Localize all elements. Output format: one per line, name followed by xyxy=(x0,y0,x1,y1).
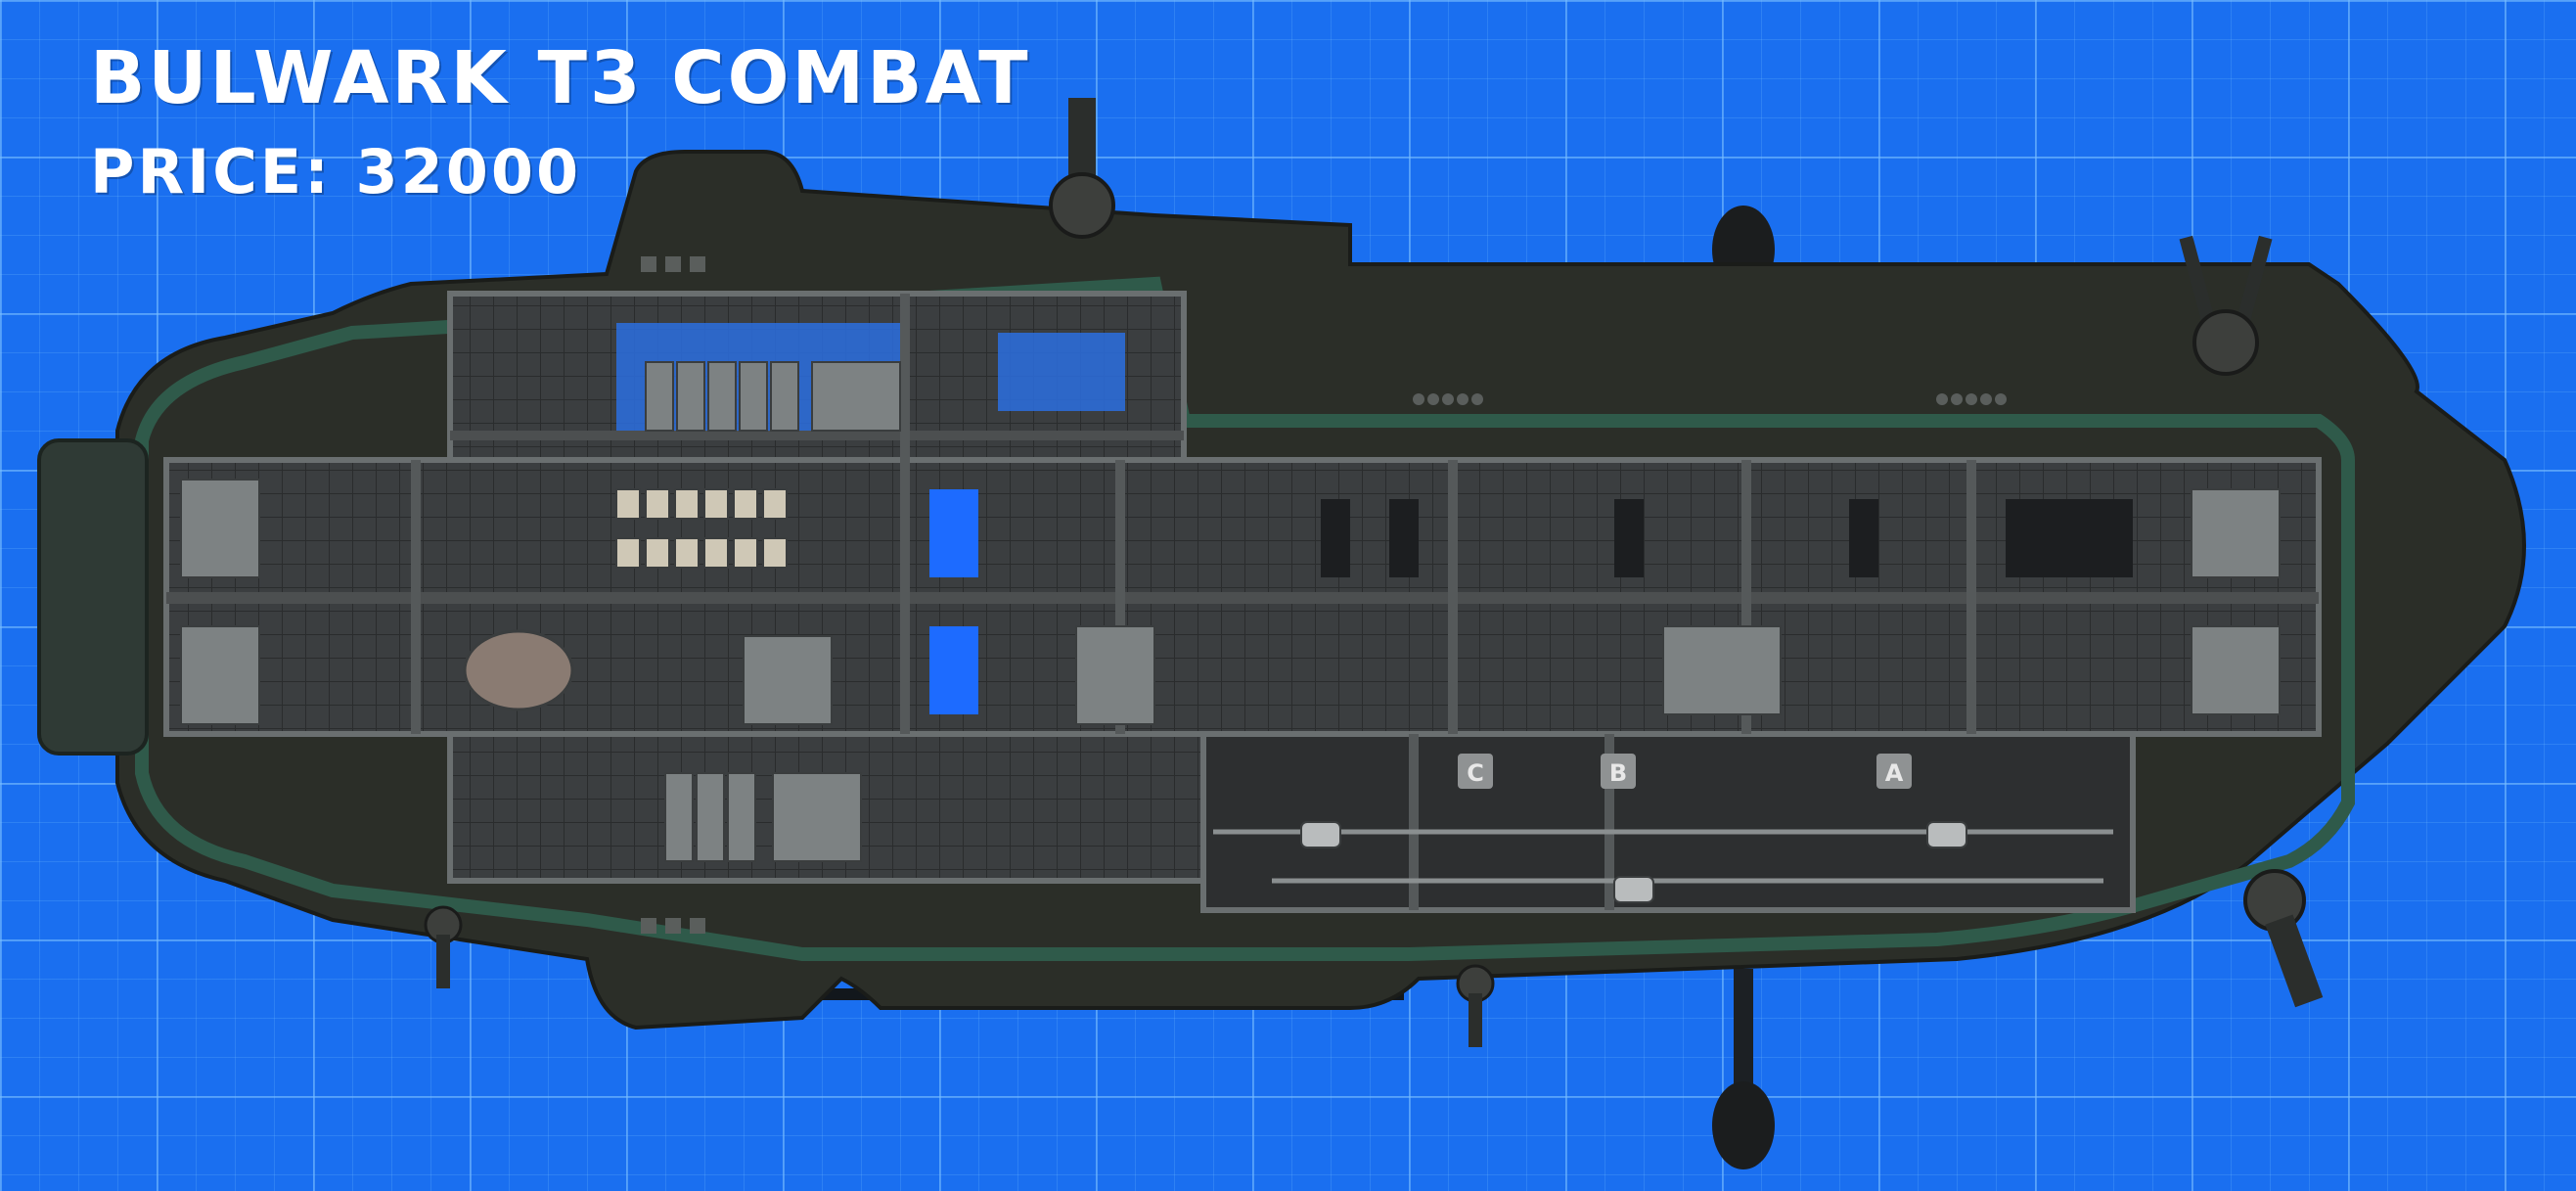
hangar-bay-label: C xyxy=(1467,759,1484,787)
drone-pods xyxy=(1300,821,1967,903)
hangar-bay-a: A xyxy=(1876,754,1912,789)
turret-icon xyxy=(2243,869,2324,1008)
window xyxy=(929,489,978,577)
window xyxy=(929,626,978,714)
submarine-name: BULWARK T3 COMBAT xyxy=(90,36,1031,120)
window xyxy=(998,333,1125,411)
interior xyxy=(163,291,2322,913)
hangar-bay-b: B xyxy=(1601,754,1636,789)
title-block: BULWARK T3 COMBAT PRICE: 32000 xyxy=(90,36,1031,208)
hangar-bay-label: A xyxy=(1885,759,1904,787)
turret-icon xyxy=(424,905,463,988)
hangar-bay-c: C xyxy=(1458,754,1493,789)
turret-icon xyxy=(1049,98,1115,239)
hull-vents xyxy=(641,256,2007,934)
docking-port-icon xyxy=(1712,1081,1775,1169)
submarine-price: PRICE: 32000 xyxy=(90,136,582,208)
reactor-icon xyxy=(463,629,574,711)
turret-icon xyxy=(1456,964,1495,1047)
turret-icon xyxy=(2179,235,2273,376)
hangar-bay-label: B xyxy=(1609,759,1627,787)
